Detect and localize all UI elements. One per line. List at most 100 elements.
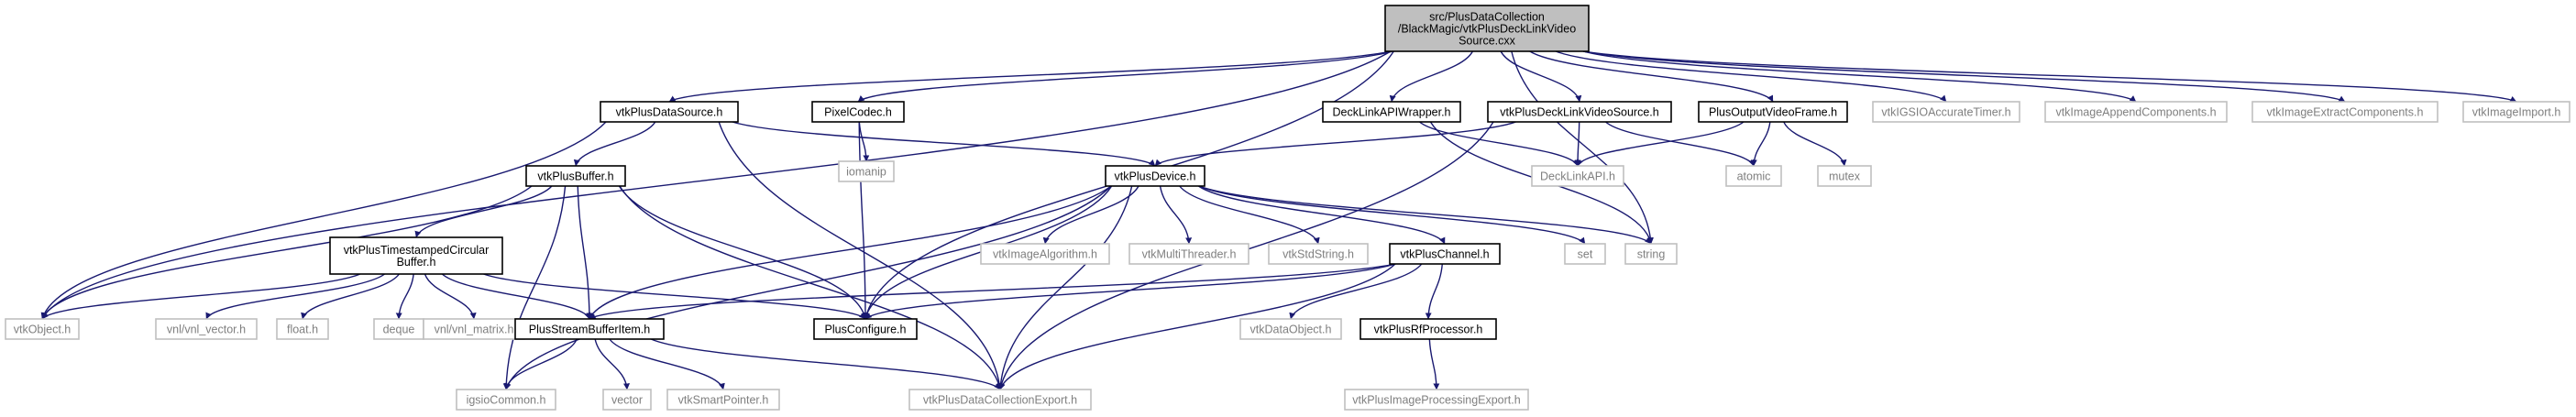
node-deck-link-api-h[interactable]: DeckLinkAPI.h <box>1531 165 1624 187</box>
node-vtk-smart-pointer-h[interactable]: vtkSmartPointer.h <box>666 389 780 411</box>
node-box <box>813 318 918 340</box>
node-label: deque <box>383 324 415 336</box>
node-set[interactable]: set <box>1564 243 1606 265</box>
node-vtk-data-object-h[interactable]: vtkDataObject.h <box>1239 318 1342 340</box>
node-plus-stream-buffer-item-h[interactable]: PlusStreamBufferItem.h <box>514 318 665 340</box>
node-box <box>329 236 503 275</box>
node-label: float.h <box>287 324 318 336</box>
edge-vtk-plus-data-source-h-to-vtk-plus-data-collection-export-h <box>718 121 1003 390</box>
node-label: /BlackMagic/vtkPlusDeckLinkVideo <box>1398 23 1576 36</box>
node-vtk-plus-data-collection-export-h[interactable]: vtkPlusDataCollectionExport.h <box>908 389 1092 411</box>
node-label: mutex <box>1829 170 1861 183</box>
node-vtk-igsioaccurate-timer-h[interactable]: vtkIGSIOAccurateTimer.h <box>1872 101 2020 123</box>
node-iomanip[interactable]: iomanip <box>838 160 895 182</box>
node-vtk-plus-image-processing-export-h[interactable]: vtkPlusImageProcessingExport.h <box>1344 389 1529 411</box>
edge-vtk-plus-buffer-h-to-igsio-common-h <box>502 185 567 390</box>
node-float-h[interactable]: float.h <box>276 318 329 340</box>
edge-plus-output-video-frame-h-to-deck-link-api-h <box>1577 121 1745 167</box>
node-label: vtkPlusBuffer.h <box>537 170 613 183</box>
node-label: src/PlusDataCollection <box>1429 11 1545 24</box>
node-label: set <box>1578 248 1593 261</box>
edge-vtk-plus-timestamped-circular-buffer-h-to-plus-stream-buffer-item-h <box>441 273 590 320</box>
node-vnl-vector-h[interactable]: vnl/vnl_vector.h <box>155 318 258 340</box>
edge-root-to-string <box>1511 50 1654 245</box>
node-vtk-image-import-h[interactable]: vtkImageImport.h <box>2462 101 2570 123</box>
edge-vtk-plus-channel-h-to-vtk-plus-data-collection-export-h <box>998 263 1396 390</box>
edge-vtk-plus-device-h-to-string <box>1198 185 1652 245</box>
node-box <box>1105 165 1205 187</box>
node-vtk-image-algorithm-h[interactable]: vtkImageAlgorithm.h <box>980 243 1110 265</box>
node-box <box>1872 101 2020 123</box>
edge-root-to-vtk-image-extract-components-h <box>1582 50 2346 103</box>
edge-vtk-plus-deck-link-video-source-h-to-atomic <box>1605 121 1755 167</box>
node-label: vtkImageExtractComponents.h <box>2267 106 2424 119</box>
edge-vtk-plus-device-h-to-vtk-image-algorithm-h <box>1042 185 1139 245</box>
edge-pixel-codec-h-to-plus-configure-h <box>858 121 869 320</box>
edge-vtk-plus-buffer-h-to-vtk-plus-data-collection-export-h <box>619 185 1003 390</box>
node-vtk-object-h[interactable]: vtkObject.h <box>5 318 80 340</box>
node-plus-output-video-frame-h[interactable]: PlusOutputVideoFrame.h <box>1698 101 1848 123</box>
node-box <box>155 318 258 340</box>
node-box <box>525 165 626 187</box>
node-box <box>1389 243 1501 265</box>
node-string[interactable]: string <box>1624 243 1678 265</box>
edge-plus-stream-buffer-item-h-to-vector <box>594 338 631 390</box>
node-vtk-std-string-h[interactable]: vtkStdString.h <box>1268 243 1369 265</box>
node-label: Buffer.h <box>397 256 436 269</box>
node-plus-configure-h[interactable]: PlusConfigure.h <box>813 318 918 340</box>
edge-root-to-plus-output-video-frame-h <box>1529 50 1774 103</box>
edge-vtk-plus-channel-h-to-vtk-data-object-h <box>1289 263 1423 320</box>
edge-vtk-plus-timestamped-circular-buffer-h-to-plus-configure-h <box>483 273 866 320</box>
node-vtk-image-extract-components-h[interactable]: vtkImageExtractComponents.h <box>2251 101 2438 123</box>
node-root[interactable]: src/PlusDataCollection/BlackMagic/vtkPlu… <box>1384 5 1590 52</box>
edge-root-to-vtk-plus-data-source-h <box>668 50 1392 103</box>
node-igsio-common-h[interactable]: igsioCommon.h <box>456 389 556 411</box>
node-label: vector <box>611 394 643 407</box>
edge-vtk-plus-device-h-to-vtk-std-string-h <box>1179 185 1320 245</box>
node-vnl-matrix-h[interactable]: vnl/vnl_matrix.h <box>423 318 525 340</box>
edge-root-to-pixel-codec-h <box>857 50 1393 103</box>
node-mutex[interactable]: mutex <box>1817 165 1872 187</box>
node-box <box>2462 101 2570 123</box>
node-vector[interactable]: vector <box>602 389 652 411</box>
node-vtk-plus-rf-processor-h[interactable]: vtkPlusRfProcessor.h <box>1360 318 1497 340</box>
edge-root-to-vtk-igsioaccurate-timer-h <box>1555 50 1947 103</box>
node-label: DeckLinkAPI.h <box>1540 170 1615 183</box>
node-label: vtkStdString.h <box>1282 248 1354 261</box>
node-vtk-plus-data-source-h[interactable]: vtkPlusDataSource.h <box>600 101 739 123</box>
node-label: vtkObject.h <box>14 324 72 336</box>
node-label: vtkSmartPointer.h <box>678 394 769 407</box>
edge-vtk-plus-timestamped-circular-buffer-h-to-deque <box>395 273 414 320</box>
node-box <box>1128 243 1249 265</box>
node-box <box>602 389 652 411</box>
edge-plus-output-video-frame-h-to-mutex <box>1783 121 1847 167</box>
edge-vtk-plus-buffer-h-to-plus-configure-h <box>618 185 868 320</box>
node-vtk-plus-buffer-h[interactable]: vtkPlusBuffer.h <box>525 165 626 187</box>
node-box <box>908 389 1092 411</box>
node-label: vnl/vnl_vector.h <box>167 324 246 336</box>
node-box <box>1384 5 1590 52</box>
edge-vtk-plus-rf-processor-h-to-vtk-plus-image-processing-export-h <box>1428 338 1440 390</box>
edge-root-to-vtk-plus-deck-link-video-source-h <box>1500 50 1582 103</box>
node-atomic[interactable]: atomic <box>1725 165 1782 187</box>
node-deck-link-apiwrapper-h[interactable]: DeckLinkAPIWrapper.h <box>1322 101 1461 123</box>
edge-plus-stream-buffer-item-h-to-igsio-common-h <box>503 338 578 390</box>
node-vtk-plus-channel-h[interactable]: vtkPlusChannel.h <box>1389 243 1501 265</box>
node-pixel-codec-h[interactable]: PixelCodec.h <box>811 101 905 123</box>
edge-vtk-plus-buffer-h-to-vtk-plus-timestamped-circular-buffer-h <box>414 185 553 238</box>
node-vtk-plus-device-h[interactable]: vtkPlusDevice.h <box>1105 165 1205 187</box>
node-vtk-multi-threader-h[interactable]: vtkMultiThreader.h <box>1128 243 1249 265</box>
node-vtk-image-append-components-h[interactable]: vtkImageAppendComponents.h <box>2044 101 2228 123</box>
node-deque[interactable]: deque <box>373 318 424 340</box>
node-box <box>456 389 556 411</box>
edge-root-to-vtk-image-import-h <box>1582 50 2517 103</box>
node-vtk-plus-deck-link-video-source-h[interactable]: vtkPlusDeckLinkVideoSource.h <box>1487 101 1672 123</box>
edge-vtk-plus-channel-h-to-vtk-plus-rf-processor-h <box>1425 263 1443 320</box>
node-label: iomanip <box>846 166 886 179</box>
node-box <box>1564 243 1606 265</box>
node-label: vtkPlusTimestampedCircular <box>344 244 490 257</box>
node-box <box>1239 318 1342 340</box>
node-label: vtkPlusRfProcessor.h <box>1374 324 1483 336</box>
